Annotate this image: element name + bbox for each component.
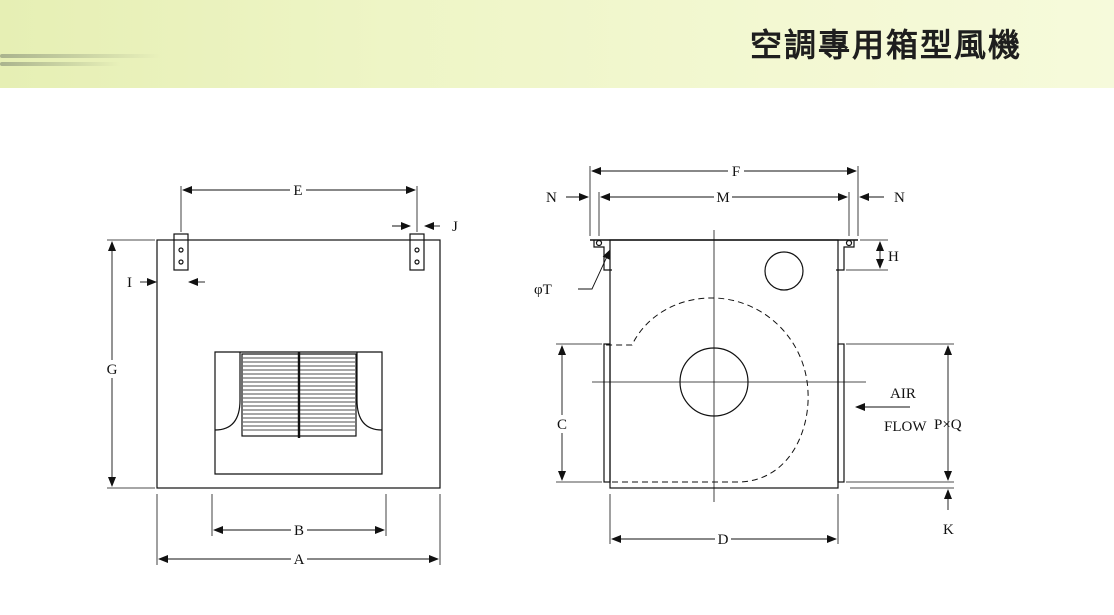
label-phi-t: φT [534,282,552,298]
front-view [107,186,441,565]
banner-stripe [0,62,120,66]
bolt-hole [845,239,853,247]
label-n-left: N [546,190,557,206]
label-e: E [293,183,302,199]
label-pq: P×Q [934,417,962,433]
side-housing [609,239,839,489]
bolt-hole [414,247,420,253]
front-housing [156,239,441,489]
side-view [556,166,954,544]
motor-circle [764,251,804,291]
mount-foot-left [593,240,612,271]
label-c: C [557,417,567,433]
mount-foot-right [836,240,855,271]
label-g: G [107,362,118,378]
label-k: K [943,522,954,538]
outlet-frame [214,351,383,475]
label-f: F [732,164,740,180]
mount-bracket-left [173,233,189,271]
label-d: D [718,532,729,548]
label-air: AIR [890,386,916,402]
mount-bracket-right [409,233,425,271]
label-j: J [452,219,458,235]
bolt-hole [178,259,184,265]
side-flange-right [837,343,845,483]
label-a: A [294,552,305,568]
label-i: I [127,275,132,291]
side-flange-left [603,343,611,483]
page-title: 空調專用箱型風機 [749,26,1022,64]
banner-stripe [0,54,160,58]
grille-lines [243,357,355,431]
bolt-hole [178,247,184,253]
label-flow: FLOW [884,419,927,435]
header-banner: 空調專用箱型風機 [0,0,1114,88]
label-h: H [888,249,899,265]
outlet-curve-right [356,352,383,431]
bolt-hole [595,239,603,247]
fan-scroll [606,297,809,483]
label-b: B [294,523,304,539]
bolt-hole [414,259,420,265]
label-n-right: N [894,190,905,206]
outlet-curve-left [214,352,241,431]
label-m: M [716,190,729,206]
